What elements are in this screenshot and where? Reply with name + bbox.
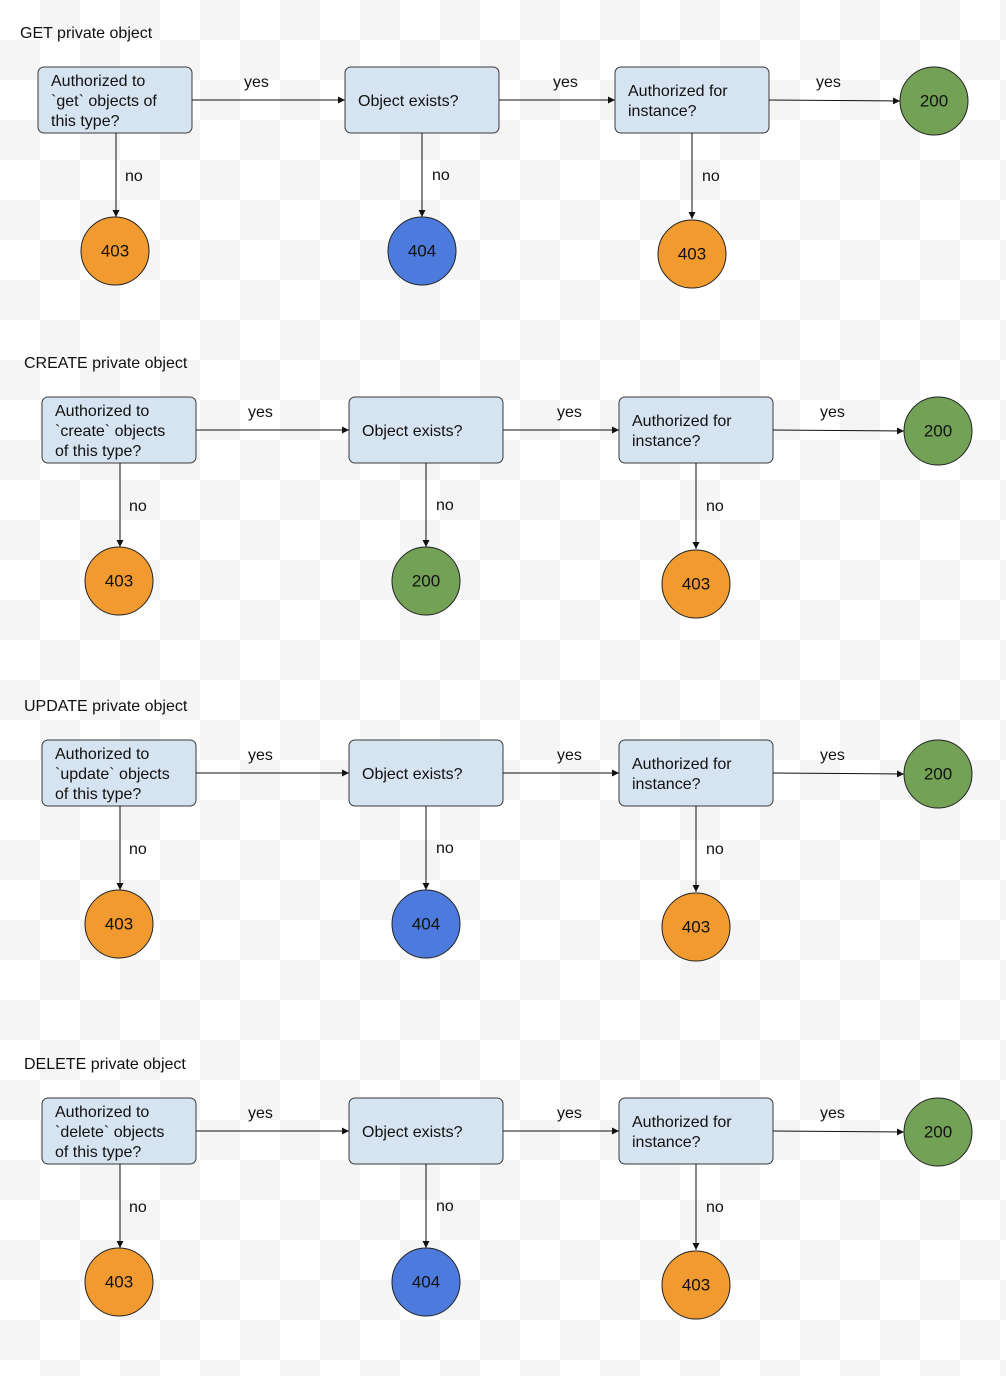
result-circle (391, 889, 461, 959)
edge-label-no: no (702, 168, 720, 185)
result-circle (657, 219, 727, 289)
flow-title: GET private object (20, 25, 153, 42)
result-circle-label: 403 (105, 1273, 133, 1292)
edge-label-yes: yes (244, 74, 269, 91)
edge-label-no: no (706, 498, 724, 515)
question-authorized-type-text: of this type? (55, 1144, 141, 1161)
result-circle (661, 549, 731, 619)
result-circle (903, 396, 973, 466)
question-authorized-instance-box (618, 396, 774, 464)
result-circle-label: 200 (924, 765, 952, 784)
question-authorized-instance-text: instance? (632, 1134, 701, 1151)
question-authorized-type-text: Authorized to (51, 73, 145, 90)
question-authorized-instance-text: instance? (632, 433, 701, 450)
edge-label-yes: yes (553, 74, 578, 91)
edge-label-no: no (436, 497, 454, 514)
question-authorized-instance-box (614, 66, 770, 134)
flow-title: CREATE private object (24, 355, 188, 372)
result-circle-label: 403 (682, 918, 710, 937)
edge-label-yes: yes (820, 404, 845, 421)
flow-title: DELETE private object (24, 1056, 186, 1073)
edge-label-yes: yes (557, 1105, 582, 1122)
question-authorized-type-text: of this type? (55, 443, 141, 460)
edge-label-yes: yes (557, 747, 582, 764)
result-circle-label: 404 (412, 1273, 440, 1292)
question-authorized-instance-box (618, 739, 774, 807)
question-authorized-type-text: of this type? (55, 786, 141, 803)
question-object-exists-text: Object exists? (362, 766, 463, 783)
question-authorized-instance-text: Authorized for (632, 1114, 732, 1131)
question-authorized-type-text: Authorized to (55, 746, 149, 763)
question-authorized-type-text: Authorized to (55, 403, 149, 420)
result-circle (80, 216, 150, 286)
edge-label-yes: yes (820, 747, 845, 764)
question-authorized-instance-text: Authorized for (628, 83, 728, 100)
result-circle (661, 1250, 731, 1320)
edge-label-yes: yes (820, 1105, 845, 1122)
result-circle (903, 1097, 973, 1167)
result-circle (84, 889, 154, 959)
question-authorized-type-text: `update` objects (55, 766, 170, 783)
result-circle-label: 403 (101, 242, 129, 261)
edge-label-no: no (125, 168, 143, 185)
result-circle-label: 200 (412, 572, 440, 591)
edge-label-yes: yes (816, 74, 841, 91)
result-circle (84, 1247, 154, 1317)
edge-label-yes: yes (248, 404, 273, 421)
result-circle-label: 403 (105, 915, 133, 934)
question-authorized-type-text: `delete` objects (55, 1124, 164, 1141)
result-circle-label: 403 (678, 245, 706, 264)
question-authorized-type-text: `get` objects of (51, 93, 157, 110)
edge-yes-3 (772, 770, 905, 778)
result-circle (391, 1247, 461, 1317)
question-authorized-type-text: this type? (51, 113, 120, 130)
edge-label-no: no (129, 498, 147, 515)
edge-label-no: no (436, 840, 454, 857)
result-circle (899, 66, 969, 136)
result-circle-label: 200 (920, 92, 948, 111)
edge-yes-3 (772, 1128, 905, 1136)
result-circle-label: 404 (412, 915, 440, 934)
edge-label-yes: yes (248, 747, 273, 764)
question-authorized-instance-text: instance? (628, 103, 697, 120)
question-authorized-type-text: `create` objects (55, 423, 165, 440)
edge-label-yes: yes (248, 1105, 273, 1122)
edge-label-no: no (129, 841, 147, 858)
result-circle (903, 739, 973, 809)
edge-yes-3 (768, 97, 901, 105)
result-circle-label: 403 (105, 572, 133, 591)
result-circle-label: 403 (682, 1276, 710, 1295)
flow-title: UPDATE private object (24, 698, 188, 715)
question-authorized-instance-text: Authorized for (632, 756, 732, 773)
question-object-exists-text: Object exists? (362, 1124, 463, 1141)
edge-yes-3 (772, 427, 905, 435)
question-authorized-type-text: Authorized to (55, 1104, 149, 1121)
edge-label-no: no (129, 1199, 147, 1216)
question-object-exists-text: Object exists? (358, 93, 459, 110)
result-circle (391, 546, 461, 616)
result-circle (661, 892, 731, 962)
question-authorized-instance-box (618, 1097, 774, 1165)
edge-label-no: no (706, 841, 724, 858)
result-circle-label: 404 (408, 242, 436, 261)
edge-label-no: no (706, 1199, 724, 1216)
question-object-exists-text: Object exists? (362, 423, 463, 440)
edge-label-no: no (436, 1198, 454, 1215)
result-circle-label: 200 (924, 1123, 952, 1142)
result-circle (84, 546, 154, 616)
result-circle-label: 403 (682, 575, 710, 594)
question-authorized-instance-text: instance? (632, 776, 701, 793)
edge-label-no: no (432, 167, 450, 184)
result-circle (387, 216, 457, 286)
edge-label-yes: yes (557, 404, 582, 421)
result-circle-label: 200 (924, 422, 952, 441)
question-authorized-instance-text: Authorized for (632, 413, 732, 430)
